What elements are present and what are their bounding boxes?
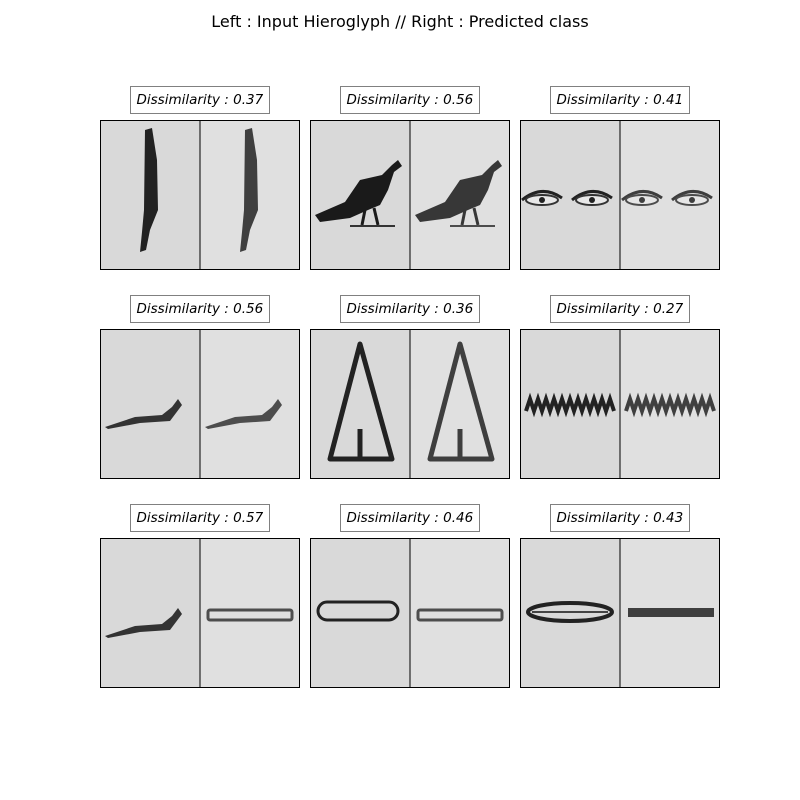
glyph-panel (520, 120, 720, 270)
glyph-pair-image (520, 329, 720, 479)
input-hieroglyph (140, 128, 158, 252)
predicted-class-hieroglyph (416, 608, 504, 622)
dissimilarity-label: Dissimilarity : 0.56 (129, 295, 271, 323)
dissimilarity-label: Dissimilarity : 0.56 (339, 86, 481, 114)
predicted-class-hieroglyph (624, 392, 716, 418)
input-hieroglyph (526, 601, 614, 623)
panel-frame (100, 538, 300, 688)
glyph-panel (100, 538, 300, 688)
predicted-class-hieroglyph (240, 128, 258, 252)
predicted-class-hieroglyph (206, 608, 294, 622)
glyph-panel (100, 120, 300, 270)
glyph-pair-image (310, 538, 510, 688)
input-hieroglyph (315, 160, 402, 227)
predicted-class-hieroglyph (415, 160, 502, 227)
glyph-panel (310, 120, 510, 270)
dissimilarity-label: Dissimilarity : 0.27 (549, 295, 691, 323)
panel-frame (310, 120, 510, 270)
panel-frame (100, 329, 300, 479)
glyph-pair-image (520, 120, 720, 270)
glyph-panel (310, 329, 510, 479)
glyph-panel (520, 329, 720, 479)
dissimilarity-label: Dissimilarity : 0.43 (549, 504, 691, 532)
predicted-class-hieroglyph (205, 399, 282, 429)
predicted-class-hieroglyph (628, 608, 714, 617)
predicted-class-hieroglyph (427, 341, 495, 462)
panel-frame (520, 120, 720, 270)
glyph-pair-image (310, 329, 510, 479)
dissimilarity-label: Dissimilarity : 0.36 (339, 295, 481, 323)
glyph-pair-image (310, 120, 510, 270)
glyph-pair-image (100, 120, 300, 270)
panel-frame (520, 329, 720, 479)
figure-title: Left : Input Hieroglyph // Right : Predi… (211, 12, 589, 31)
input-hieroglyph (327, 341, 395, 462)
panel-frame (520, 538, 720, 688)
predicted-class-hieroglyph (621, 190, 713, 206)
input-hieroglyph (316, 600, 400, 622)
glyph-pair-image (100, 538, 300, 688)
glyph-pair-image (520, 538, 720, 688)
glyph-pair-image (100, 329, 300, 479)
glyph-panel (100, 329, 300, 479)
input-hieroglyph (521, 190, 613, 206)
dissimilarity-label: Dissimilarity : 0.46 (339, 504, 481, 532)
panel-frame (310, 538, 510, 688)
input-hieroglyph (105, 608, 182, 638)
dissimilarity-label: Dissimilarity : 0.41 (549, 86, 691, 114)
panel-frame (310, 329, 510, 479)
glyph-panel (520, 538, 720, 688)
glyph-panel (310, 538, 510, 688)
input-hieroglyph (524, 392, 616, 418)
input-hieroglyph (105, 399, 182, 429)
dissimilarity-label: Dissimilarity : 0.37 (129, 86, 271, 114)
dissimilarity-label: Dissimilarity : 0.57 (129, 504, 271, 532)
panel-frame (100, 120, 300, 270)
